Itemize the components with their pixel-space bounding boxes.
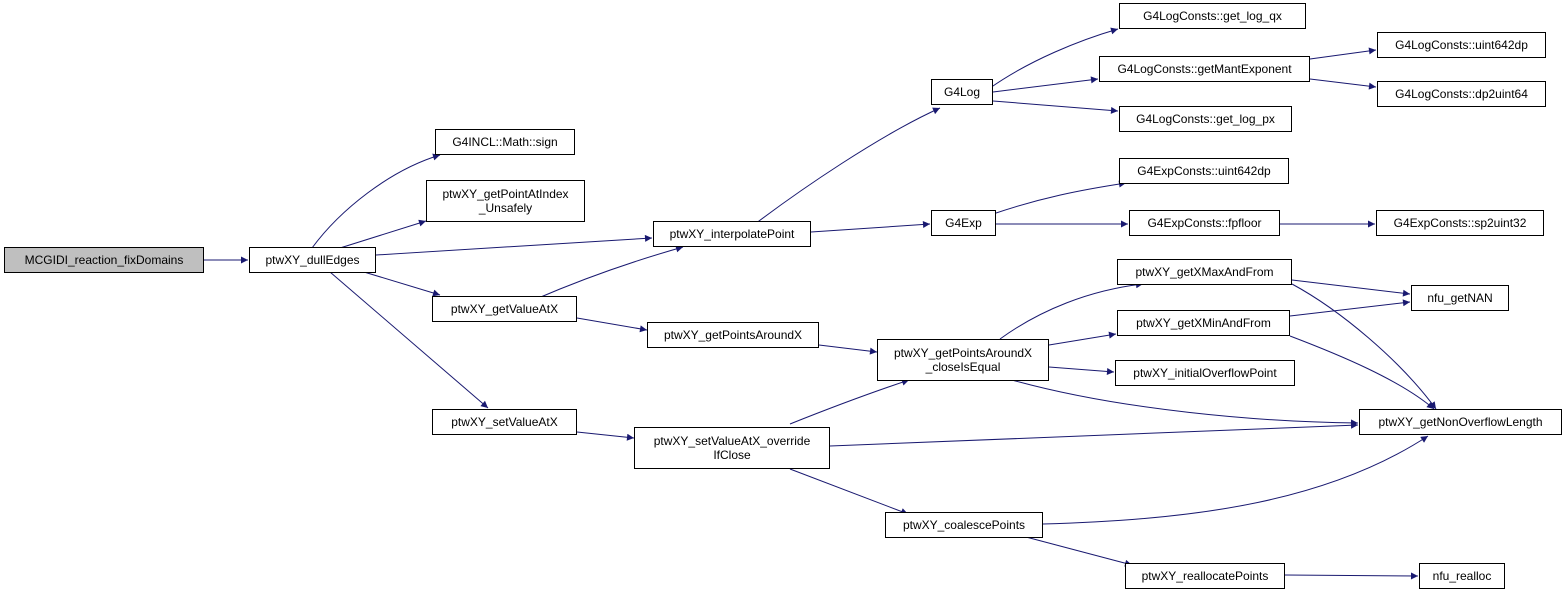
edge-getmantexponent-dp2uint64 — [1309, 78, 1377, 90]
node-label: ptwXY_getPointsAroundX _closeIsEqual — [893, 346, 1033, 374]
node-ptwxy-dulledges[interactable]: ptwXY_dullEdges — [249, 247, 376, 273]
edge-getvalueatx-getpointsaroundx — [576, 317, 648, 333]
node-label: ptwXY_setValueAtX — [451, 415, 558, 429]
edge-closeisequal-getxminandfrom — [1048, 331, 1117, 346]
edge-getxminandfrom-nfugetnan — [1289, 299, 1411, 317]
node-g4expconsts-fpfloor[interactable]: G4ExpConsts::fpfloor — [1129, 210, 1280, 236]
edge-coalescepoints-reallocatepoints — [1025, 536, 1133, 567]
edge-g4log-getlogqx — [989, 27, 1119, 89]
edge-dulledges-interpolatepoint — [375, 234, 653, 256]
node-ptwxy-coalescepoints[interactable]: ptwXY_coalescePoints — [885, 512, 1043, 538]
node-ptwxy-interpolatepoint[interactable]: ptwXY_interpolatePoint — [653, 221, 811, 247]
edge-g4log-getmantexponent — [992, 76, 1099, 93]
node-label: G4ExpConsts::sp2uint32 — [1393, 216, 1527, 230]
node-label: ptwXY_getXMaxAndFrom — [1135, 265, 1274, 279]
node-label: G4LogConsts::get_log_px — [1136, 112, 1275, 126]
node-mcgidi-reaction-fixdomains: MCGIDI_reaction_fixDomains — [4, 247, 204, 273]
node-ptwxy-getpointsaroundx[interactable]: ptwXY_getPointsAroundX — [647, 322, 819, 348]
node-ptwxy-getxmaxandfrom[interactable]: ptwXY_getXMaxAndFrom — [1117, 259, 1292, 285]
edge-getxmaxandfrom-nonoverflowlength — [1291, 283, 1437, 410]
edge-closeisequal-getxmaxandfrom — [999, 281, 1144, 340]
node-label: G4ExpConsts::uint642dp — [1137, 164, 1271, 178]
edge-getmantexponent-uint642dp — [1309, 47, 1377, 60]
edge-override-nonoverflowlength — [829, 421, 1359, 447]
node-label: G4LogConsts::get_log_qx — [1143, 9, 1282, 23]
node-label: ptwXY_initialOverflowPoint — [1133, 366, 1277, 380]
edge-getxminandfrom-nonoverflowlength — [1289, 335, 1435, 410]
node-label: ptwXY_reallocatePoints — [1141, 569, 1269, 583]
node-g4logconsts-uint642dp[interactable]: G4LogConsts::uint642dp — [1377, 32, 1546, 58]
node-g4logconsts-dp2uint64[interactable]: G4LogConsts::dp2uint64 — [1377, 81, 1546, 107]
node-g4logconsts-get-log-qx[interactable]: G4LogConsts::get_log_qx — [1119, 3, 1306, 29]
edge-g4log-getlogpx — [992, 100, 1119, 114]
node-label: ptwXY_getValueAtX — [450, 302, 559, 316]
node-ptwxy-setvalueatx-overrideifclose[interactable]: ptwXY_setValueAtX_override IfClose — [634, 427, 830, 469]
node-label: ptwXY_dullEdges — [265, 253, 360, 267]
edge-dulledges-getvalueatx — [363, 271, 441, 297]
edge-closeisequal-initialoverflowpoint — [1048, 366, 1115, 375]
edge-interpolatepoint-g4log — [754, 107, 941, 225]
edge-g4exp-uint642dp — [992, 180, 1127, 215]
node-g4exp[interactable]: G4Exp — [931, 210, 996, 236]
edge-dulledges-setvalueatx — [329, 271, 489, 409]
edge-override-closeisequal — [789, 378, 910, 425]
edge-dulledges-mathsign — [311, 153, 441, 249]
node-ptwxy-reallocatepoints[interactable]: ptwXY_reallocatePoints — [1125, 563, 1285, 589]
node-ptwxy-getxminandfrom[interactable]: ptwXY_getXMinAndFrom — [1117, 310, 1290, 336]
node-g4expconsts-sp2uint32[interactable]: G4ExpConsts::sp2uint32 — [1376, 210, 1544, 236]
node-label: G4Log — [943, 85, 981, 99]
edge-override-coalescepoints — [789, 468, 909, 515]
node-label: G4LogConsts::uint642dp — [1395, 38, 1528, 52]
node-label: ptwXY_getXMinAndFrom — [1136, 316, 1271, 330]
edge-interpolatepoint-g4exp — [810, 220, 931, 233]
edge-coalescepoints-nonoverflowlength — [1042, 435, 1429, 525]
node-g4log[interactable]: G4Log — [931, 79, 993, 105]
edge-getxmaxandfrom-nfugetnan — [1291, 279, 1411, 297]
node-g4expconsts-uint642dp[interactable]: G4ExpConsts::uint642dp — [1119, 158, 1289, 184]
edge-getvalueatx-interpolatepoint — [535, 245, 684, 300]
node-ptwxy-getpointatindex-unsafely[interactable]: ptwXY_getPointAtIndex _Unsafely — [426, 180, 585, 222]
node-label: G4LogConsts::dp2uint64 — [1395, 87, 1528, 101]
node-g4logconsts-getmantexponent[interactable]: G4LogConsts::getMantExponent — [1099, 56, 1310, 82]
node-label: ptwXY_interpolatePoint — [669, 227, 795, 241]
node-ptwxy-setvalueatx[interactable]: ptwXY_setValueAtX — [432, 409, 577, 435]
node-g4logconsts-get-log-px[interactable]: G4LogConsts::get_log_px — [1119, 106, 1292, 132]
edge-getpointsaroundx-closeisequal — [818, 344, 878, 355]
node-ptwxy-getpointsaroundx-closeisequal[interactable]: ptwXY_getPointsAroundX _closeIsEqual — [877, 339, 1049, 381]
node-label: ptwXY_getPointAtIndex _Unsafely — [442, 187, 569, 215]
edge-dulledges-getpointatindex — [339, 219, 427, 249]
node-label: ptwXY_coalescePoints — [902, 518, 1026, 532]
node-label: nfu_getNAN — [1427, 291, 1493, 305]
node-label: nfu_realloc — [1432, 569, 1492, 583]
node-label: ptwXY_setValueAtX_override IfClose — [653, 434, 811, 462]
node-label: MCGIDI_reaction_fixDomains — [24, 253, 184, 267]
node-ptwxy-initialoverflowpoint[interactable]: ptwXY_initialOverflowPoint — [1115, 360, 1295, 386]
node-label: ptwXY_getNonOverflowLength — [1378, 415, 1543, 429]
edge-closeisequal-nonoverflowlength — [1011, 379, 1359, 427]
node-g4incl-math-sign[interactable]: G4INCL::Math::sign — [435, 129, 575, 155]
node-ptwxy-getvalueatx[interactable]: ptwXY_getValueAtX — [432, 296, 577, 322]
node-nfu-getnan[interactable]: nfu_getNAN — [1411, 285, 1509, 311]
node-label: G4INCL::Math::sign — [452, 135, 558, 149]
edge-reallocatepoints-nfurealloc — [1284, 572, 1419, 580]
node-label: G4Exp — [945, 216, 982, 230]
node-label: G4LogConsts::getMantExponent — [1117, 62, 1292, 76]
node-label: ptwXY_getPointsAroundX — [663, 328, 803, 342]
node-nfu-realloc[interactable]: nfu_realloc — [1419, 563, 1505, 589]
node-ptwxy-getnonoverflowlength[interactable]: ptwXY_getNonOverflowLength — [1359, 409, 1562, 435]
node-label: G4ExpConsts::fpfloor — [1147, 216, 1262, 230]
edge-setvalueatx-override — [576, 431, 635, 441]
